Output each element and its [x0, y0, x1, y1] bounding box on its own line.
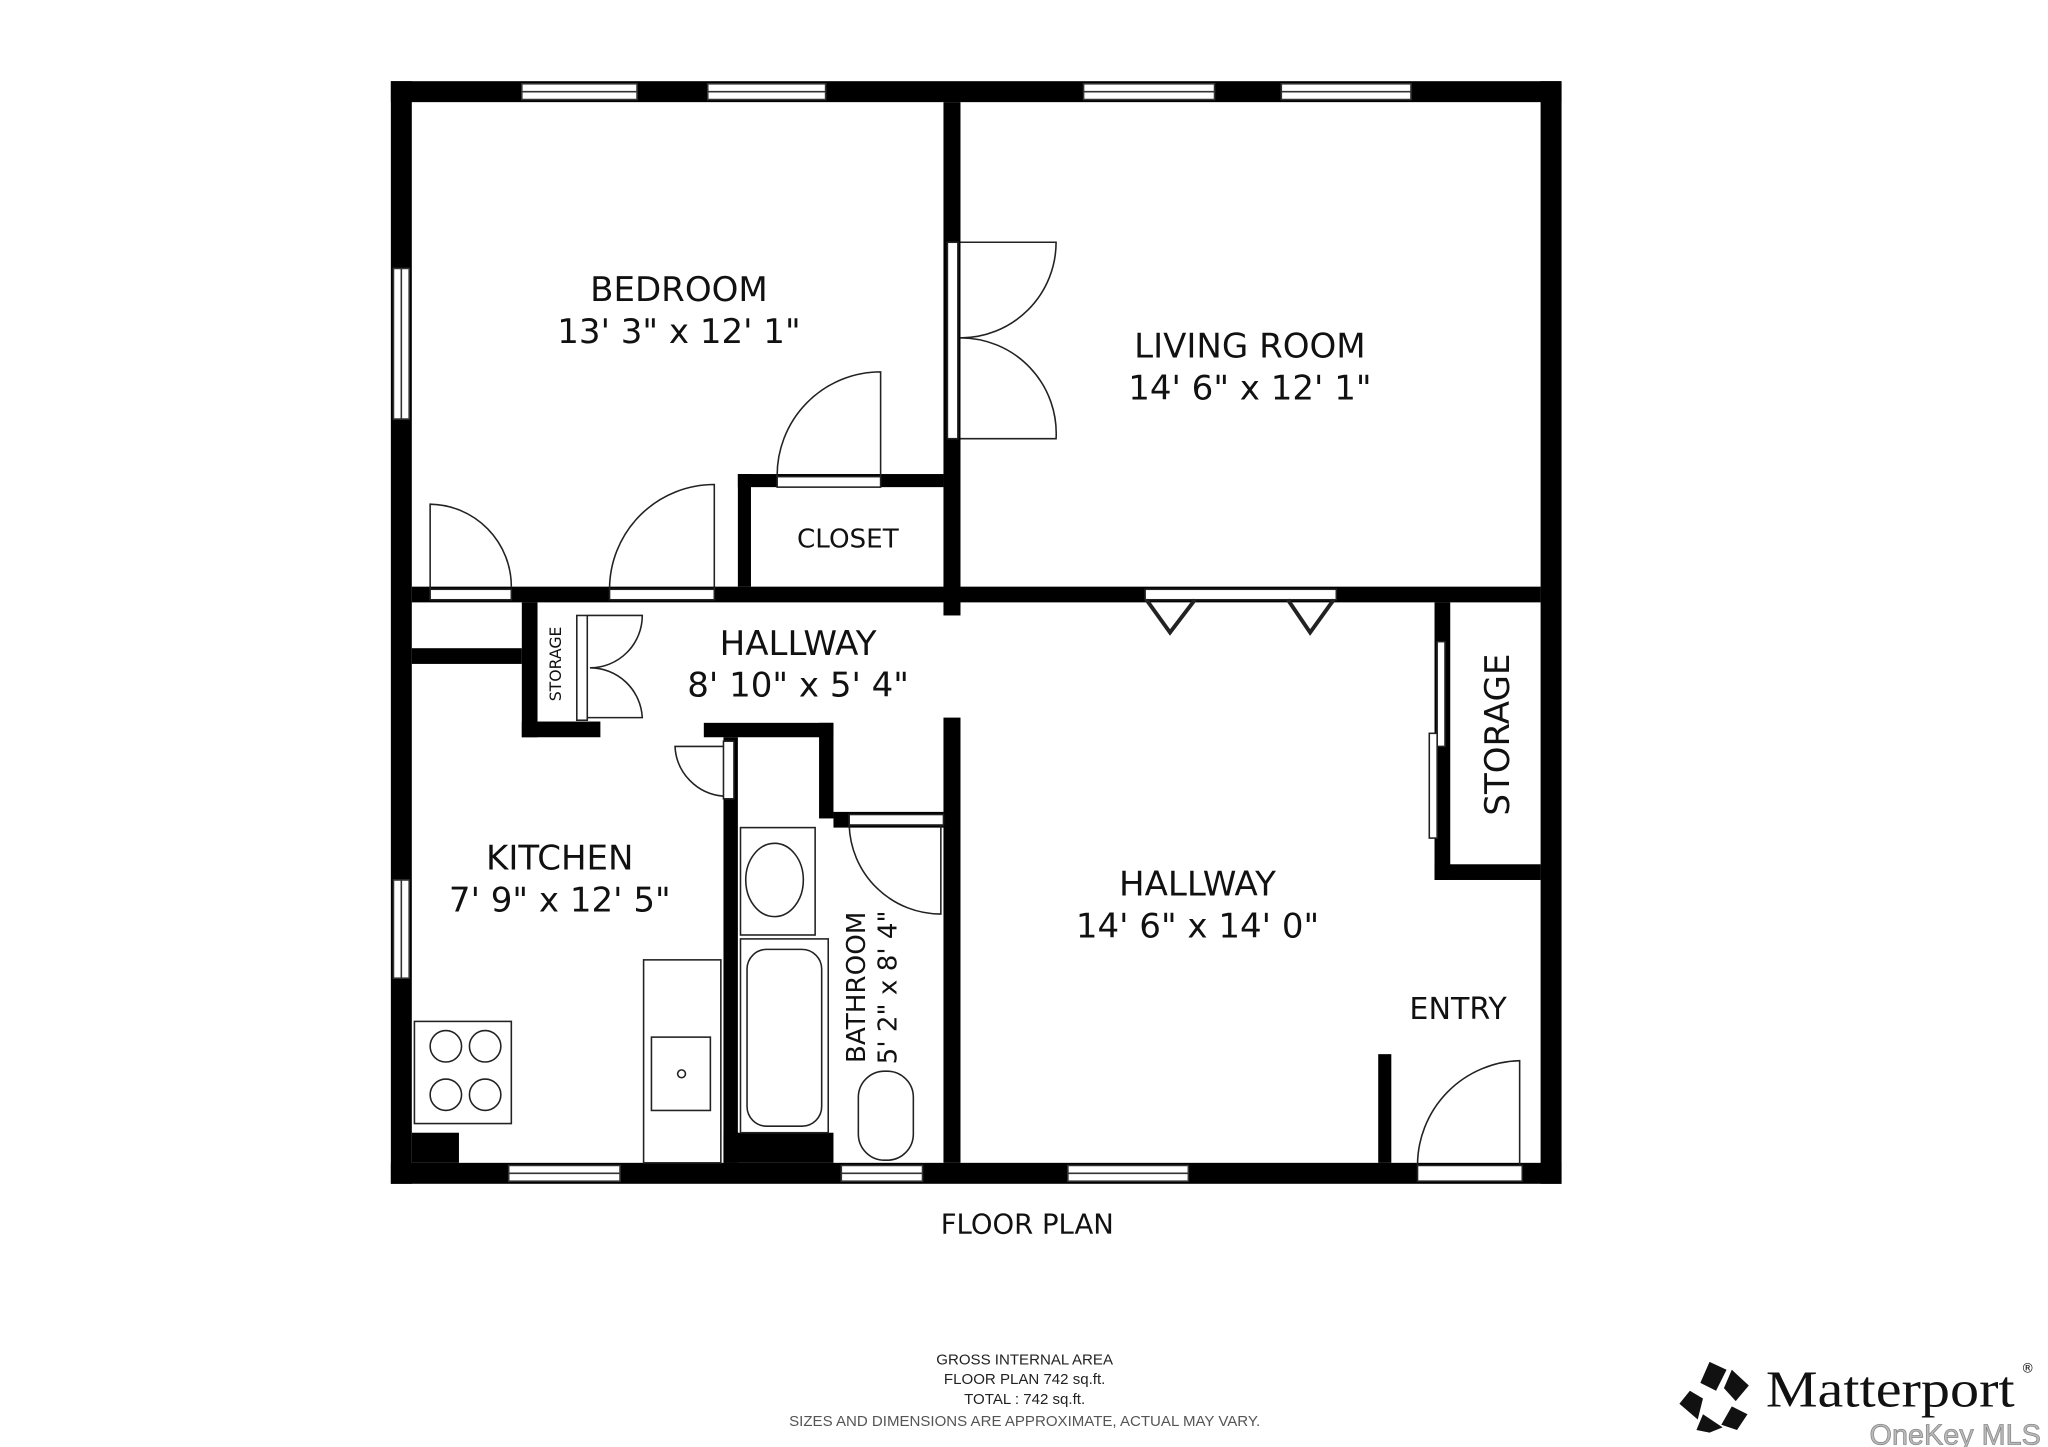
bathroom-dims: 5' 2" x 8' 4" — [873, 910, 903, 1064]
area-floor-plan: FLOOR PLAN 742 sq.ft. — [944, 1371, 1105, 1388]
living-room-dims: 14' 6" x 12' 1" — [1128, 368, 1371, 408]
area-heading: GROSS INTERNAL AREA — [936, 1352, 1113, 1369]
storage-small-label: STORAGE — [546, 627, 565, 702]
plan-title: FLOOR PLAN — [941, 1209, 1114, 1241]
watermark: OneKey MLS — [1870, 1419, 2041, 1447]
kitchen-label: KITCHEN — [486, 839, 633, 879]
basin — [744, 842, 805, 918]
hallway-large-dims: 14' 6" x 14' 0" — [1076, 907, 1319, 947]
registered-mark: ® — [2021, 1361, 2034, 1376]
hallway-small-dims: 8' 10" x 5' 4" — [687, 666, 909, 706]
hallway-small-label: HALLWAY — [720, 624, 877, 664]
disclaimer: SIZES AND DIMENSIONS ARE APPROXIMATE, AC… — [789, 1413, 1260, 1430]
walls — [390, 81, 1562, 1184]
bathtub — [746, 948, 823, 1127]
doors — [429, 241, 1524, 1182]
entry-label: ENTRY — [1409, 992, 1507, 1027]
area-total: TOTAL : 742 sq.ft. — [964, 1391, 1085, 1408]
fixtures — [413, 826, 915, 1164]
kitchen-dims: 7' 9" x 12' 5" — [449, 880, 671, 920]
matterport-logo-icon — [1679, 1361, 1749, 1433]
bedroom-dims: 13' 3" x 12' 1" — [557, 312, 800, 352]
bathroom-label: BATHROOM — [842, 912, 872, 1064]
windows — [392, 83, 1412, 1182]
toilet — [857, 1070, 915, 1162]
living-room-label: LIVING ROOM — [1134, 326, 1366, 366]
bedroom-label: BEDROOM — [590, 270, 768, 310]
matterport-brand: Matterport — [1766, 1360, 2015, 1418]
hallway-large-label: HALLWAY — [1119, 865, 1276, 905]
closet-label: CLOSET — [797, 524, 900, 554]
storage-large-label: STORAGE — [1478, 654, 1518, 816]
